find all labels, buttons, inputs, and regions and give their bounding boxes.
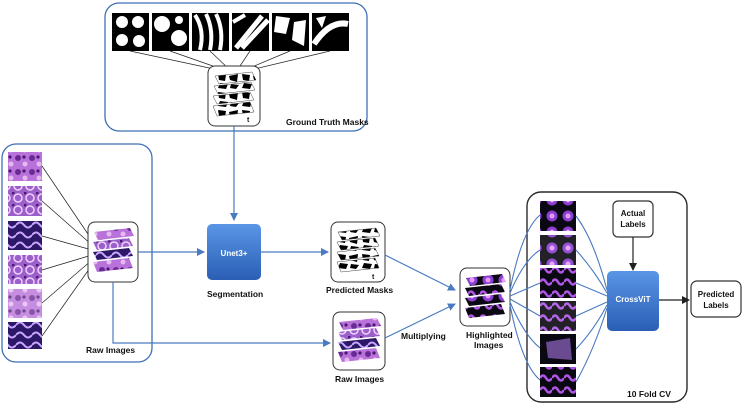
svg-text:Unet3+: Unet3+ [221,249,248,258]
gt-mask-stack: t [207,65,261,127]
raw-tile-1 [8,152,42,181]
pred-stack-mark: t [372,274,375,281]
ten-fold-cv-label: 10 Fold CV [627,389,671,399]
predicted-labels-box: Predicted Labels [690,280,742,318]
svg-text:Labels: Labels [620,220,646,229]
raw-image-stack [87,221,139,283]
hl-tile-4 [540,301,576,331]
gt-mask-1 [112,13,149,51]
ground-truth-label: Ground Truth Masks [286,117,369,127]
raw-converge-lines [41,165,93,337]
gt-mask-5 [272,13,309,51]
predicted-masks-label: Predicted Masks [326,285,393,295]
unet-block: Unet3+ [207,224,261,280]
highlight-branch-lines [509,214,541,381]
gt-stack-mark: t [247,117,250,124]
actual-labels-box: Actual Labels [612,200,654,238]
crossvit-block: CrossViT [607,271,659,331]
arrow-bottomraw-to-highlight [384,303,456,339]
gt-mask-3 [192,13,229,51]
hl-tile-5-shape [546,338,572,360]
multiplying-label: Multiplying [401,331,446,341]
highlighted-label-2: Images [474,340,504,350]
predicted-mask-stack: t [330,221,386,283]
highlighted-image-stack [459,267,511,327]
raw-tile-5 [8,289,42,318]
svg-text:Actual: Actual [621,209,645,218]
raw-images-bottom-label: Raw Images [335,374,384,384]
hl-tile-3 [540,268,576,298]
arrow-predmask-to-highlight [384,254,456,291]
raw-tile-6 [8,322,42,349]
svg-text:CrossViT: CrossViT [616,295,651,304]
svg-text:Labels: Labels [703,301,729,310]
ground-truth-frame [104,2,368,132]
raw-image-tiles [8,152,42,349]
hl-tile-6 [540,367,576,397]
segmentation-label: Segmentation [207,289,263,299]
highlighted-tiles [540,201,576,397]
ground-truth-mask-tiles [112,13,349,51]
bottom-raw-image-stack [332,311,386,371]
gt-mask-6 [311,13,349,51]
tiles-to-crossvit-lines [575,215,608,383]
raw-images-group-label: Raw Images [86,345,135,355]
raw-tile-3 [8,221,42,250]
gt-mask-4 [231,13,270,51]
highlighted-label-1: Highlighted [466,330,513,340]
hl-tile-1 [540,201,576,231]
raw-tile-2 [8,186,42,216]
hl-tile-2 [540,235,576,265]
raw-tile-4 [8,255,42,284]
svg-text:Predicted: Predicted [698,290,735,299]
gt-mask-2 [152,13,189,51]
raw-images-frame [1,143,153,363]
arrow-raw-to-bottom-raw [112,282,331,347]
